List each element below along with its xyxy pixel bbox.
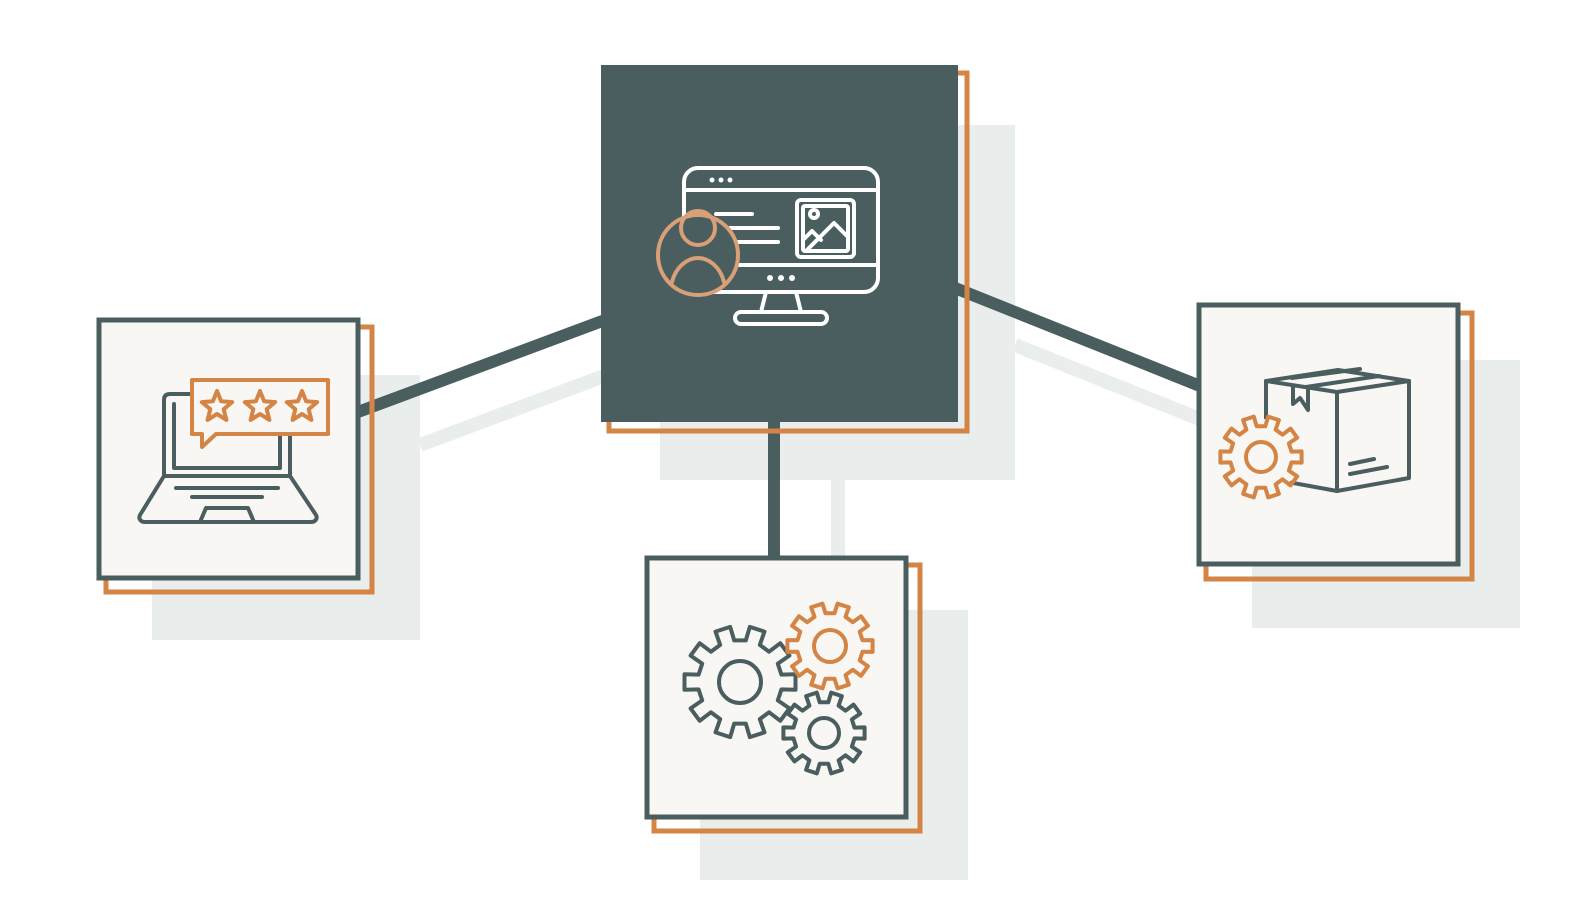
small-gear-icon xyxy=(781,690,867,776)
node-bottom xyxy=(644,555,923,834)
connector-center-right xyxy=(952,282,1203,392)
monitor-user-icon xyxy=(656,166,880,326)
box-accent-gear-icon xyxy=(1218,414,1304,500)
box-gear-icon xyxy=(1218,367,1411,500)
node-right xyxy=(1196,302,1475,582)
bottom-node-card xyxy=(644,555,909,820)
gears-icon xyxy=(682,601,875,776)
accent-gear-icon xyxy=(785,601,875,691)
left-node-card xyxy=(96,317,361,581)
rating-star-icon xyxy=(242,389,278,422)
connectors xyxy=(355,282,1203,558)
rating-star-icon xyxy=(199,389,235,422)
center-node-card xyxy=(601,65,958,422)
node-center xyxy=(601,65,970,434)
connector-center-left xyxy=(355,314,608,418)
large-gear-icon xyxy=(682,624,798,740)
node-left xyxy=(96,317,375,595)
laptop-rating-icon xyxy=(137,378,330,524)
rating-star-icon xyxy=(284,389,320,422)
gear-backdrop xyxy=(1223,419,1299,495)
